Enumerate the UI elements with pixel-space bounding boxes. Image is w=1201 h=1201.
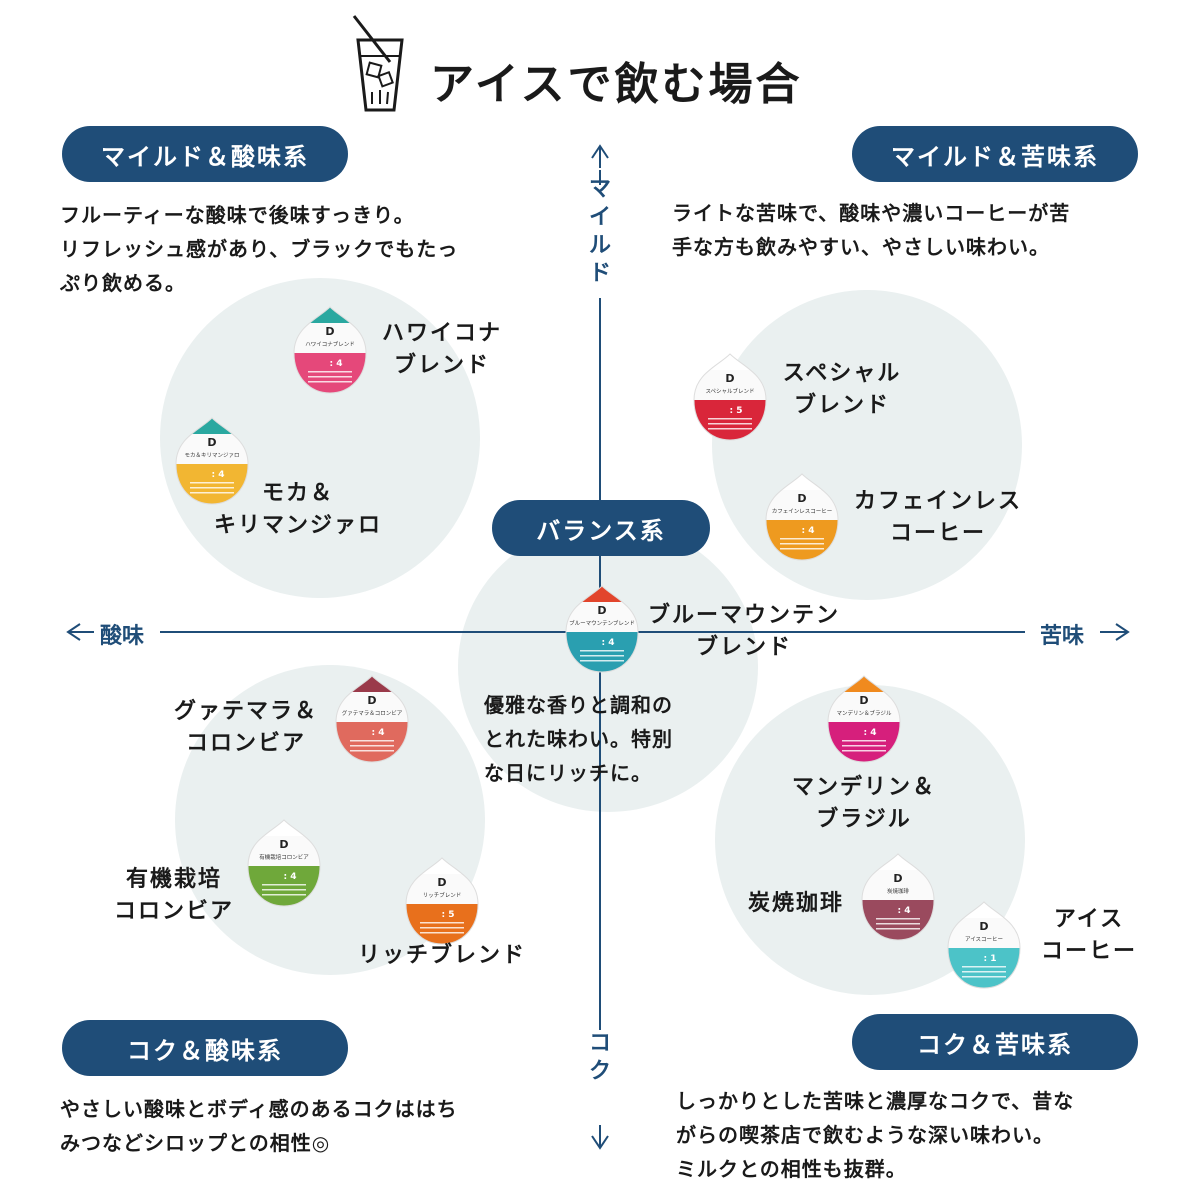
desc-rich-acid: やさしい酸味とボディ感のあるコクははち みつなどシロップとの相性◎ bbox=[60, 1097, 458, 1155]
capsule-mocha: D モカ＆キリマンジァロ : 4 bbox=[172, 416, 252, 510]
svg-text:マンデリン＆ブラジル: マンデリン＆ブラジル bbox=[837, 709, 892, 717]
mild-bitter-circle bbox=[712, 290, 1022, 600]
svg-text:グァテマラ＆コロンビア: グァテマラ＆コロンビア bbox=[342, 709, 403, 717]
svg-text:スペシャルブレンド: スペシャルブレンド bbox=[705, 387, 754, 395]
label-special: スペシャルブレンド bbox=[782, 361, 902, 418]
svg-text:: 4: : 4 bbox=[372, 728, 385, 738]
label-mocha: モカ＆キリマンジァロ bbox=[213, 481, 382, 538]
label-organic: 有機栽培コロンビア bbox=[113, 867, 234, 924]
capsule-icon: D カフェインレスコーヒー : 4 bbox=[765, 473, 839, 561]
capsule-charcoal: D 炭焼珈琲 : 4 bbox=[858, 852, 938, 946]
svg-text:D: D bbox=[597, 604, 606, 617]
capsule-guatemala: D グァテマラ＆コロンビア : 4 bbox=[332, 674, 412, 768]
svg-text:ブルーマウンテンブレンド: ブルーマウンテンブレンド bbox=[569, 619, 635, 627]
axis-label-bitter: 苦味 bbox=[1040, 624, 1085, 649]
pill-rich-acid: コク＆酸味系 bbox=[62, 1020, 348, 1076]
capsule-icon: D 有機栽培コロンビア : 4 bbox=[247, 819, 321, 907]
label-ice: アイスコーヒー bbox=[1040, 907, 1137, 964]
svg-text:D: D bbox=[725, 372, 734, 385]
svg-text:: 5: : 5 bbox=[730, 406, 743, 416]
capsule-icon: D ハワイコナブレンド : 4 bbox=[293, 306, 367, 394]
desc-balance: 優雅な香りと調和の とれた味わい。特別 な日にリッチに。 bbox=[484, 693, 673, 785]
capsule-icon: D アイスコーヒー : 1 bbox=[947, 901, 1021, 989]
capsule-icon: D スペシャルブレンド : 5 bbox=[693, 353, 767, 441]
iced-glass-icon bbox=[352, 15, 404, 112]
capsule-bluemountain: D ブルーマウンテンブレンド : 4 bbox=[562, 584, 642, 678]
svg-text:ハワイコナブレンド: ハワイコナブレンド bbox=[305, 340, 355, 348]
svg-text:: 4: : 4 bbox=[602, 638, 615, 648]
capsule-hawaii: D ハワイコナブレンド : 4 bbox=[290, 305, 370, 399]
label-charcoal: 炭焼珈琲 bbox=[747, 891, 844, 916]
svg-text:D: D bbox=[797, 492, 806, 505]
svg-text:D: D bbox=[893, 872, 902, 885]
label-mandheling: マンデリン＆ブラジル bbox=[791, 775, 936, 832]
capsule-mandheling: D マンデリン＆ブラジル : 4 bbox=[824, 674, 904, 768]
capsule-icon: D 炭焼珈琲 : 4 bbox=[861, 853, 935, 941]
svg-text:: 4: : 4 bbox=[802, 526, 815, 536]
axis-label-rich: コク bbox=[588, 1031, 611, 1084]
capsule-rich: D リッチブレンド : 5 bbox=[402, 856, 482, 950]
svg-text:リッチブレンド: リッチブレンド bbox=[423, 891, 462, 899]
svg-text:モカ＆キリマンジァロ: モカ＆キリマンジァロ bbox=[184, 452, 239, 459]
label-hawaii: ハワイコナブレンド bbox=[381, 321, 502, 378]
capsule-ice: D アイスコーヒー : 1 bbox=[944, 900, 1024, 994]
capsule-icon: D グァテマラ＆コロンビア : 4 bbox=[335, 675, 409, 763]
capsule-icon: D ブルーマウンテンブレンド : 4 bbox=[565, 585, 639, 673]
svg-text:D: D bbox=[437, 876, 446, 889]
svg-text:D: D bbox=[325, 325, 334, 338]
svg-text:D: D bbox=[367, 694, 376, 707]
pill-mild-bitter: マイルド＆苦味系 bbox=[852, 126, 1138, 182]
svg-text:: 1: : 1 bbox=[984, 954, 997, 964]
svg-text:: 5: : 5 bbox=[442, 910, 455, 920]
svg-text:: 4: : 4 bbox=[898, 906, 911, 916]
svg-text:: 4: : 4 bbox=[212, 470, 225, 480]
desc-mild-bitter: ライトな苦味で、酸味や濃いコーヒーが苦 手な方も飲みやすい、やさしい味わい。 bbox=[672, 201, 1071, 259]
desc-mild-acid: フルーティーな酸味で後味すっきり。 リフレッシュ感があり、ブラックでもたっ ぷり… bbox=[60, 203, 459, 295]
desc-rich-bitter: しっかりとした苦味と濃厚なコクで、昔な がらの喫茶店で飲むような深い味わい。 ミ… bbox=[676, 1089, 1075, 1181]
svg-text:有機栽培コロンビア: 有機栽培コロンビア bbox=[259, 853, 309, 861]
svg-text:D: D bbox=[859, 694, 868, 707]
capsule-icon: D マンデリン＆ブラジル : 4 bbox=[827, 675, 901, 763]
label-rich: リッチブレンド bbox=[357, 943, 526, 968]
svg-text:D: D bbox=[279, 838, 288, 851]
page-title: アイスで飲む場合 bbox=[430, 59, 803, 110]
axis-label-mild: マイルド bbox=[588, 177, 611, 286]
pill-mild-acid: マイルド＆酸味系 bbox=[62, 126, 348, 182]
capsule-decaf: D カフェインレスコーヒー : 4 bbox=[762, 472, 842, 566]
label-decaf: カフェインレスコーヒー bbox=[853, 489, 1022, 546]
capsule-icon: D リッチブレンド : 5 bbox=[405, 857, 479, 945]
svg-text:カフェインレスコーヒー: カフェインレスコーヒー bbox=[772, 508, 833, 515]
svg-text:: 4: : 4 bbox=[864, 728, 877, 738]
svg-text:D: D bbox=[979, 920, 988, 933]
svg-text:アイスコーヒー: アイスコーヒー bbox=[965, 936, 1003, 943]
capsule-special: D スペシャルブレンド : 5 bbox=[690, 352, 770, 446]
pill-rich-bitter: コク＆苦味系 bbox=[852, 1014, 1138, 1070]
svg-text:D: D bbox=[207, 436, 216, 449]
pill-balance: バランス系 bbox=[492, 500, 710, 556]
axis-label-acid: 酸味 bbox=[100, 624, 145, 649]
svg-text:炭焼珈琲: 炭焼珈琲 bbox=[887, 887, 910, 895]
svg-text:: 4: : 4 bbox=[284, 872, 297, 882]
label-bluemountain: ブルーマウンテンブレンド bbox=[647, 603, 840, 660]
label-guatemala: グァテマラ＆コロンビア bbox=[173, 699, 318, 756]
svg-text:: 4: : 4 bbox=[330, 359, 343, 369]
capsule-organic: D 有機栽培コロンビア : 4 bbox=[244, 818, 324, 912]
capsule-icon: D モカ＆キリマンジァロ : 4 bbox=[175, 417, 249, 505]
